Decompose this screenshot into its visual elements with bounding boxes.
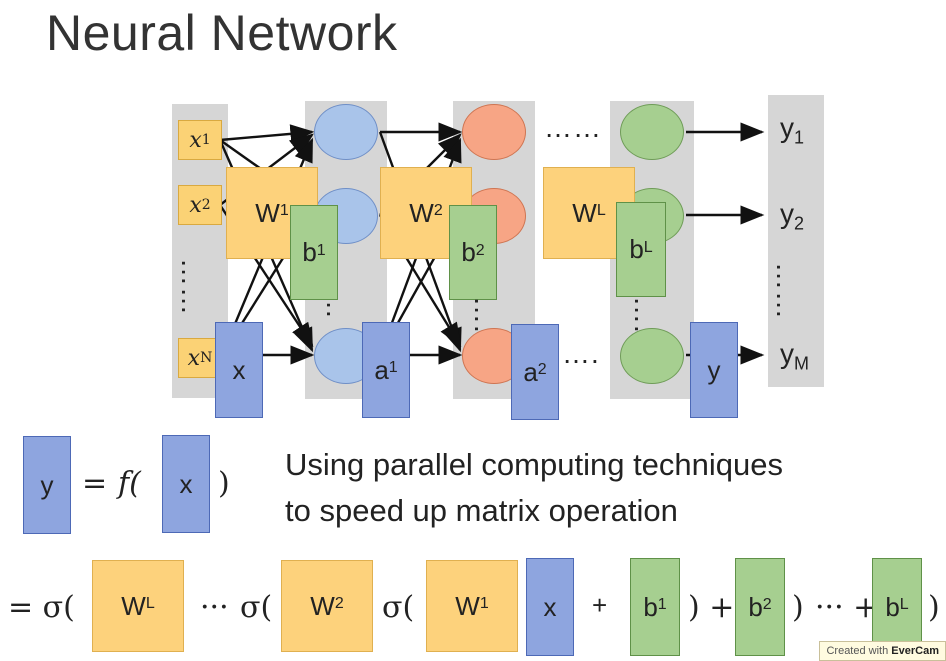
output-vector-y: y xyxy=(690,322,738,418)
equation-equals: = xyxy=(82,466,108,501)
equation-x-vector: x xyxy=(162,435,210,533)
description-line-1: Using parallel computing techniques xyxy=(285,447,784,482)
output-y1: y1 xyxy=(780,112,805,148)
eq-dots-plus: ··· + xyxy=(815,590,879,625)
equation-f-open: f( xyxy=(118,466,141,501)
output-y2: y2 xyxy=(780,198,805,234)
equation-eq-sigma: = σ( xyxy=(8,590,75,625)
eq-close-1: ) xyxy=(792,590,804,625)
watermark-badge: Created with EverCam xyxy=(819,641,946,661)
layer2-neuron-1 xyxy=(462,104,526,160)
eq-plus-1: + xyxy=(592,590,608,620)
eq-close-plus: ) + xyxy=(688,590,735,625)
layer2-vertical-ellipsis: …. xyxy=(469,296,500,334)
input-vertical-ellipsis: …… xyxy=(176,258,207,318)
eq-sigma-2: σ( xyxy=(240,590,273,625)
layerL-vertical-ellipsis: …. xyxy=(629,296,660,334)
description-line-2: to speed up matrix operation xyxy=(285,493,678,528)
equation-y-vector: y xyxy=(23,436,71,534)
layerL-neuron-n xyxy=(620,328,684,384)
layer-ellipsis-top: …… xyxy=(544,112,602,143)
output-yM: yM xyxy=(780,338,809,374)
layer1-vertical-ellipsis: …… xyxy=(321,262,352,322)
eq-sigma-1: σ( xyxy=(382,590,415,625)
eq-input-x: x xyxy=(526,558,574,656)
eq-dots-1: ··· xyxy=(200,590,229,625)
output-column xyxy=(768,95,824,387)
eq-close-2: ) xyxy=(928,590,940,625)
layerL-neuron-1 xyxy=(620,104,684,160)
input-vector-x: x xyxy=(215,322,263,418)
page-title: Neural Network xyxy=(46,5,398,61)
layer-ellipsis-bottom: …. xyxy=(562,338,600,369)
equation-f-close: ) xyxy=(218,466,230,501)
layer1-neuron-1 xyxy=(314,104,378,160)
output-vertical-ellipsis: …… xyxy=(771,262,802,322)
